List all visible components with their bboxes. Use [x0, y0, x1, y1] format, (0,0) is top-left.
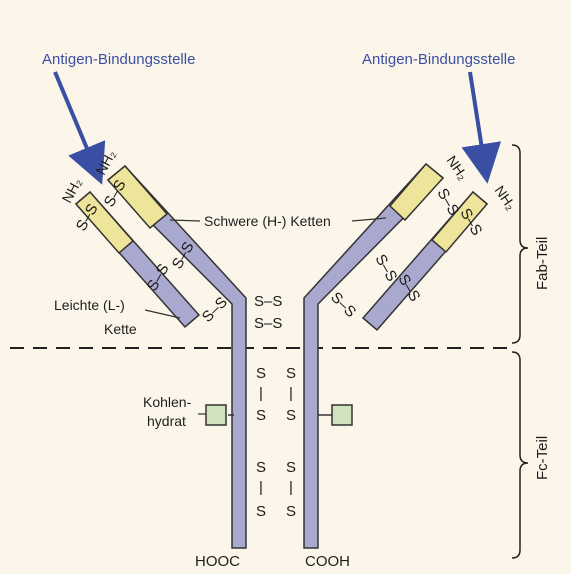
svg-text:|: |: [259, 385, 263, 402]
svg-text:S: S: [286, 503, 296, 520]
svg-text:|: |: [259, 479, 263, 496]
fc-bracket: [512, 352, 528, 558]
nh2-right-heavy: NH₂: [444, 153, 472, 183]
light-chain-label-line2: Kette: [104, 321, 137, 337]
svg-text:S: S: [256, 407, 266, 424]
fc-part-label: Fc-Teil: [534, 436, 551, 480]
nh2-left-heavy: NH₂: [93, 147, 119, 177]
arrow-left: [55, 72, 96, 170]
antigen-site-right-label: Antigen-Bindungsstelle: [362, 51, 515, 68]
carbohydrate-label-line1: Kohlen-: [143, 394, 192, 410]
arrow-right: [470, 72, 485, 168]
svg-text:S–S: S–S: [327, 289, 359, 321]
hooc-label: HOOC: [195, 553, 240, 570]
fab-part-label: Fab-Teil: [534, 237, 551, 290]
hinge-disulfides: S–S S–S: [254, 293, 282, 332]
light-chain-label-line1: Leichte (L-): [54, 297, 125, 313]
cooh-label: COOH: [305, 553, 350, 570]
svg-text:|: |: [289, 479, 293, 496]
carbohydrate-label-line2: hydrat: [147, 413, 186, 429]
carbohydrate-left: [206, 405, 226, 425]
svg-text:S: S: [286, 407, 296, 424]
antigen-site-left-label: Antigen-Bindungsstelle: [42, 51, 195, 68]
svg-text:|: |: [289, 385, 293, 402]
nh2-right-light: NH₂: [492, 183, 520, 213]
svg-text:S: S: [256, 503, 266, 520]
carbohydrate-right: [332, 405, 352, 425]
svg-text:S: S: [256, 459, 266, 476]
fab-bracket: [512, 145, 528, 343]
svg-text:S: S: [286, 365, 296, 382]
svg-text:S–S: S–S: [254, 293, 282, 310]
svg-text:S: S: [286, 459, 296, 476]
svg-text:S–S: S–S: [254, 315, 282, 332]
fc-disulfides: S S | | S S S S | | S S: [256, 365, 296, 520]
heavy-chains-label: Schwere (H-) Ketten: [204, 213, 331, 229]
svg-text:S: S: [256, 365, 266, 382]
